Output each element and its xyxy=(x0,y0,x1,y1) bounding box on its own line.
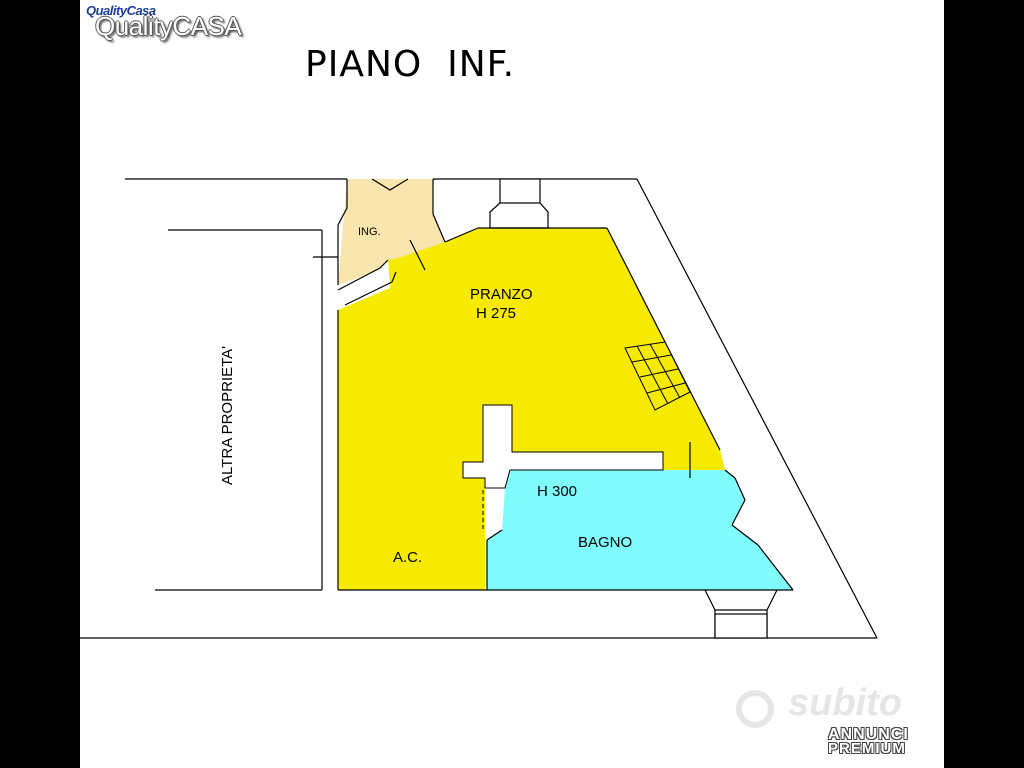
staircase xyxy=(624,341,691,411)
chimney-top xyxy=(489,178,549,229)
subito-watermark: subito xyxy=(788,682,902,724)
annunci-premium-badge: ANNUNCI PREMIUM xyxy=(828,726,909,757)
room-ing-fill xyxy=(338,179,445,285)
room-ac-label: A.C. xyxy=(393,549,422,566)
inner-wall-block xyxy=(462,404,664,489)
room-bagno-label: BAGNO xyxy=(578,534,632,551)
plan-title: PIANO INF. xyxy=(305,44,516,85)
room-pranzo-fill xyxy=(338,228,725,590)
brand-logo-text: QualityCASA xyxy=(95,11,242,41)
room-ing-label: ING. xyxy=(358,226,381,238)
room-bagno-fill xyxy=(487,470,793,590)
room-pranzo-label: PRANZO xyxy=(470,286,533,303)
subito-logo-icon xyxy=(736,690,774,728)
annunci-label: ANNUNCI xyxy=(828,726,909,743)
door-line-pranzo xyxy=(409,239,426,271)
chimney-bottom xyxy=(704,589,778,639)
brand-logo-small: QualityCasa xyxy=(86,3,156,18)
room-pranzo-height: H 275 xyxy=(476,305,516,322)
entrance-door-notch xyxy=(371,178,409,191)
altra-proprieta-label: ALTRA PROPRIETA' xyxy=(219,346,236,485)
premium-label: PREMIUM xyxy=(828,740,906,757)
room-bagno-height: H 300 xyxy=(537,483,577,500)
